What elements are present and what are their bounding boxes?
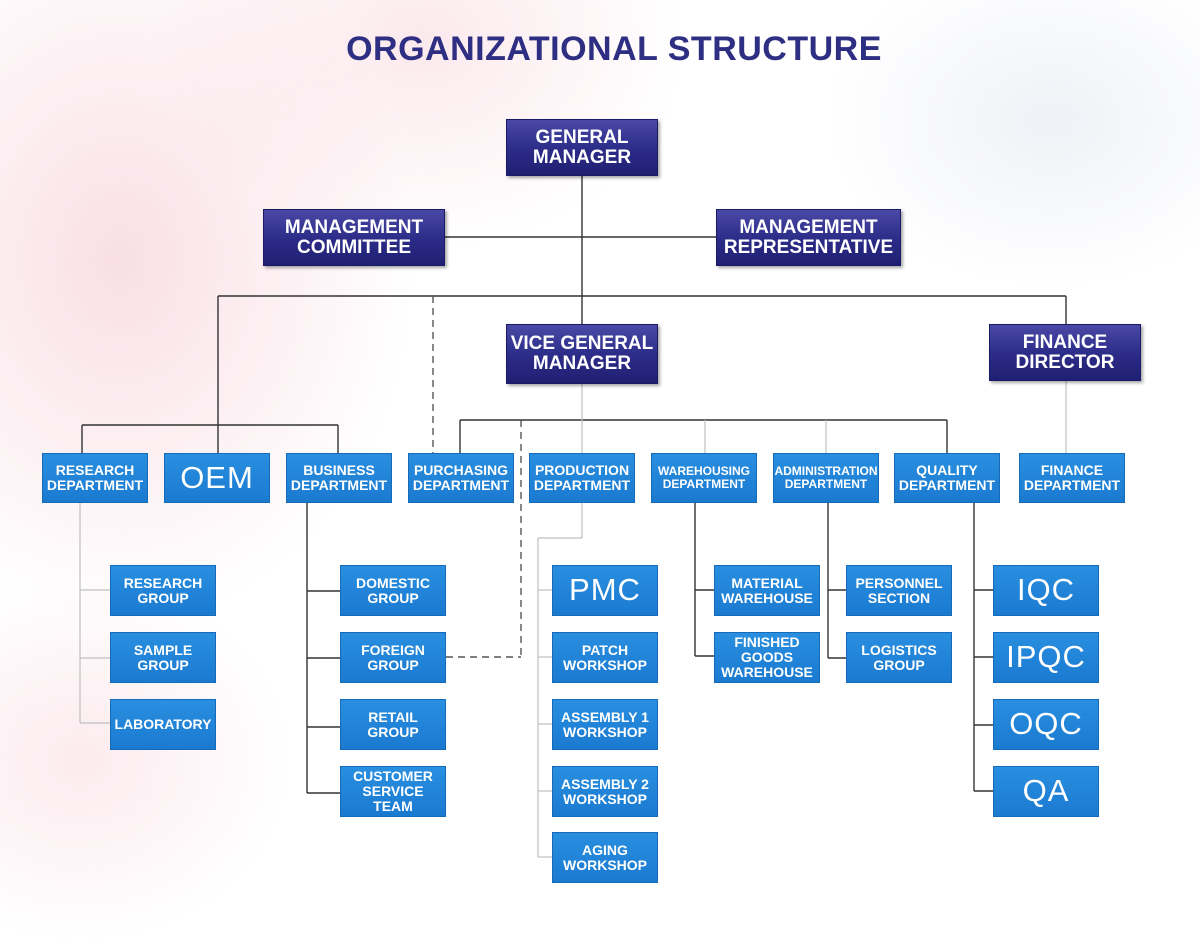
- foreign-group-box: FOREIGN GROUP: [340, 632, 446, 683]
- pmc-box: PMC: [552, 565, 658, 616]
- management-representative-box: MANAGEMENT REPRESENTATIVE: [716, 209, 901, 266]
- quality-department-box: QUALITY DEPARTMENT: [894, 453, 1000, 503]
- aging-workshop-box: AGING WORKSHOP: [552, 832, 658, 883]
- oem-box: OEM: [164, 453, 270, 503]
- administration-department-box: ADMINISTRATION DEPARTMENT: [773, 453, 879, 503]
- qa-box: QA: [993, 766, 1099, 817]
- assembly-2-workshop-box: ASSEMBLY 2 WORKSHOP: [552, 766, 658, 817]
- warehousing-department-box: WAREHOUSING DEPARTMENT: [651, 453, 757, 503]
- logistics-group-box: LOGISTICS GROUP: [846, 632, 952, 683]
- sample-group-box: SAMPLE GROUP: [110, 632, 216, 683]
- vice-general-manager-box: VICE GENERAL MANAGER: [506, 324, 658, 384]
- iqc-box: IQC: [993, 565, 1099, 616]
- production-department-box: PRODUCTION DEPARTMENT: [529, 453, 635, 503]
- finance-department-box: FINANCE DEPARTMENT: [1019, 453, 1125, 503]
- page-title: ORGANIZATIONAL STRUCTURE: [346, 30, 882, 68]
- general-manager-box: GENERAL MANAGER: [506, 119, 658, 176]
- retail-group-box: RETAIL GROUP: [340, 699, 446, 750]
- material-warehouse-box: MATERIAL WAREHOUSE: [714, 565, 820, 616]
- personnel-section-box: PERSONNEL SECTION: [846, 565, 952, 616]
- finished-goods-warehouse-box: FINISHED GOODS WAREHOUSE: [714, 632, 820, 683]
- research-group-box: RESEARCH GROUP: [110, 565, 216, 616]
- research-department-box: RESEARCH DEPARTMENT: [42, 453, 148, 503]
- ipqc-box: IPQC: [993, 632, 1099, 683]
- assembly-1-workshop-box: ASSEMBLY 1 WORKSHOP: [552, 699, 658, 750]
- business-department-box: BUSINESS DEPARTMENT: [286, 453, 392, 503]
- purchasing-department-box: PURCHASING DEPARTMENT: [408, 453, 514, 503]
- finance-director-box: FINANCE DIRECTOR: [989, 324, 1141, 381]
- domestic-group-box: DOMESTIC GROUP: [340, 565, 446, 616]
- laboratory-box: LABORATORY: [110, 699, 216, 750]
- patch-workshop-box: PATCH WORKSHOP: [552, 632, 658, 683]
- customer-service-team-box: CUSTOMER SERVICE TEAM: [340, 766, 446, 817]
- management-committee-box: MANAGEMENT COMMITTEE: [263, 209, 445, 266]
- oqc-box: OQC: [993, 699, 1099, 750]
